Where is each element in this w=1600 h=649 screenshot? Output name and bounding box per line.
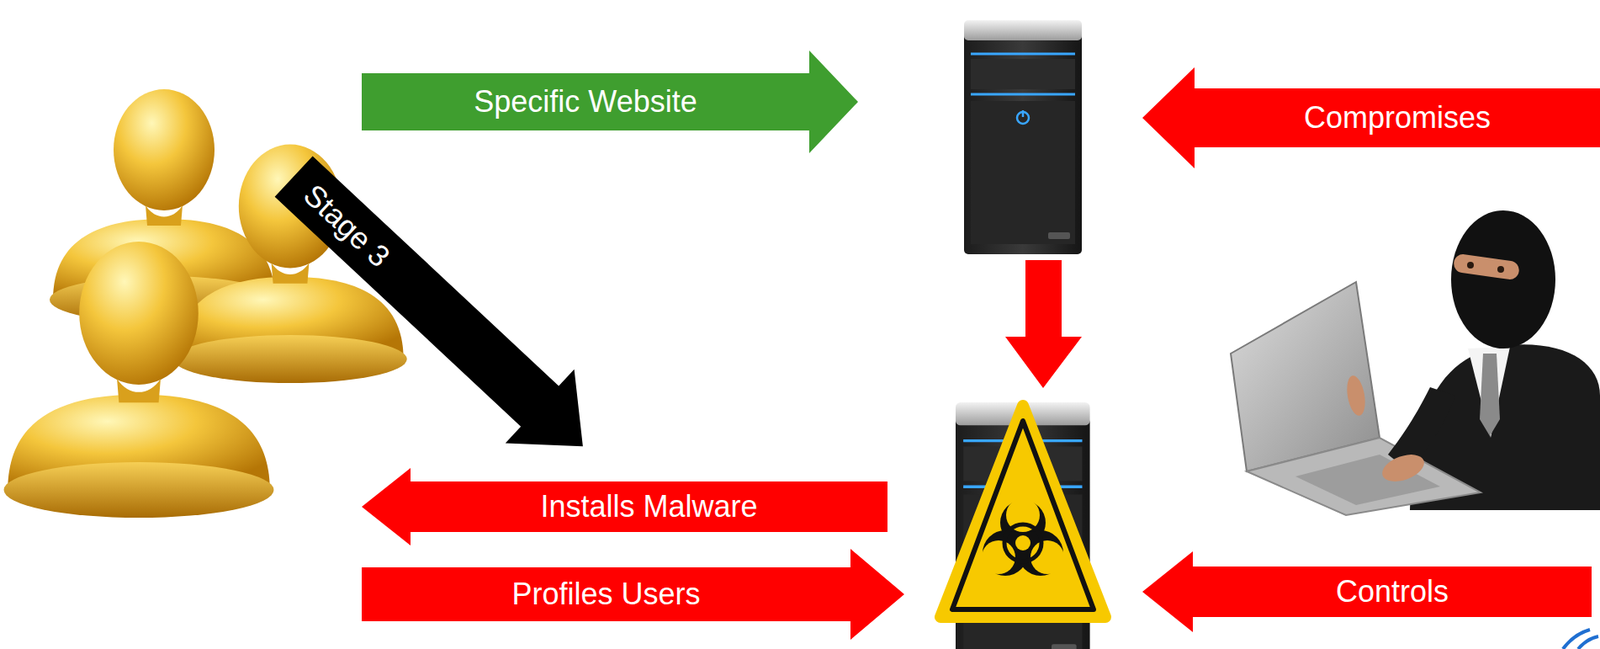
web-server bbox=[964, 20, 1082, 255]
arrow-label: Controls bbox=[1335, 574, 1449, 609]
block-arrow: Profiles Users bbox=[361, 548, 905, 640]
arrow-body bbox=[361, 467, 888, 546]
block-arrow: Specific Website bbox=[361, 50, 859, 154]
arrow-body bbox=[259, 139, 618, 483]
block-arrow: Stage 3 bbox=[259, 139, 618, 483]
block-arrow: Compromises bbox=[1142, 67, 1600, 169]
arrow-body bbox=[1142, 67, 1600, 169]
arrow-body bbox=[361, 50, 859, 154]
block-arrow: Installs Malware bbox=[361, 467, 888, 546]
arrow-body bbox=[361, 548, 905, 640]
arrow-label: Installs Malware bbox=[540, 489, 758, 524]
arrow-body bbox=[1142, 550, 1592, 632]
logo-fragment bbox=[1562, 629, 1599, 649]
arrow-label: Specific Website bbox=[473, 84, 697, 119]
users-icon bbox=[4, 89, 408, 518]
infected-server bbox=[940, 402, 1106, 649]
biohazard-symbol bbox=[981, 498, 1065, 576]
arrow-label: Profiles Users bbox=[511, 577, 700, 611]
block-arrow: Controls bbox=[1142, 550, 1592, 632]
arrow-label: Compromises bbox=[1303, 100, 1491, 135]
hacker-figure bbox=[1230, 210, 1600, 515]
compromise-arrow bbox=[1005, 259, 1082, 388]
